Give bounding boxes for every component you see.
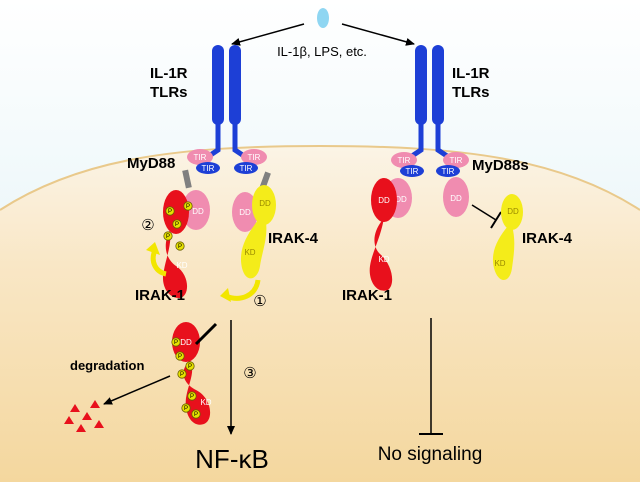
svg-text:TIR: TIR (202, 164, 215, 173)
irak1-left (162, 190, 189, 299)
svg-text:TIR: TIR (248, 153, 261, 162)
svg-text:KD: KD (244, 248, 255, 257)
degradation-arrow (103, 375, 171, 405)
receptor-right-label-2: TLRs (452, 84, 490, 101)
ligand-icon (317, 8, 329, 28)
svg-text:TIR: TIR (406, 167, 419, 176)
svg-text:DD: DD (395, 195, 407, 204)
cell-membrane (0, 144, 640, 211)
degraded-fragments-icon (64, 400, 104, 432)
irak4-left (240, 185, 276, 279)
svg-text:TIR: TIR (194, 153, 207, 162)
svg-text:KD: KD (200, 398, 211, 407)
myd88s-right-label: MyD88s (472, 157, 529, 174)
ubiquitin-chain-icon (194, 322, 218, 346)
svg-text:KD: KD (378, 255, 389, 264)
irak1-right (369, 178, 397, 291)
no-signaling-label: No signaling (378, 444, 483, 465)
myd88-left (182, 149, 271, 232)
svg-text:DD: DD (239, 208, 251, 217)
svg-text:DD: DD (378, 196, 390, 205)
svg-text:TIR: TIR (398, 156, 411, 165)
inhibition-line (471, 204, 497, 221)
inhibition-bar (490, 211, 502, 229)
svg-text:TIR: TIR (442, 167, 455, 176)
irak1-right-label: IRAK-1 (342, 287, 392, 304)
myd88s-right (384, 152, 469, 218)
irak4-right-label: IRAK-4 (522, 230, 573, 247)
svg-text:DD: DD (450, 194, 462, 203)
svg-text:DD: DD (180, 338, 192, 347)
receptor-left-label-2: TLRs (150, 84, 188, 101)
ligand-label: IL-1β, LPS, etc. (277, 44, 367, 59)
step-1: ① (253, 292, 266, 310)
step-3: ③ (243, 364, 256, 382)
svg-text:TIR: TIR (240, 164, 253, 173)
step-2: ② (141, 216, 154, 234)
cytoplasm (0, 146, 640, 482)
svg-text:DD: DD (192, 207, 204, 216)
degradation-label: degradation (70, 358, 144, 373)
svg-text:DD: DD (507, 207, 519, 216)
receptor-left-label-1: IL-1R (150, 65, 188, 82)
irak4-left-label: IRAK-4 (268, 230, 319, 247)
ligand-arrow-left (231, 23, 305, 46)
receptor-right-label-1: IL-1R (452, 65, 490, 82)
myd88-left-label: MyD88 (127, 155, 175, 172)
irak1-left-label: IRAK-1 (135, 287, 185, 304)
activation-arrows (146, 242, 261, 302)
svg-text:DD: DD (259, 199, 271, 208)
ligand-arrow-right (341, 23, 415, 46)
svg-text:KD: KD (176, 261, 187, 270)
nfkb-label: NF-κB (195, 444, 269, 474)
irak4-right (492, 194, 523, 280)
svg-text:TIR: TIR (450, 156, 463, 165)
svg-text:KD: KD (494, 259, 505, 268)
